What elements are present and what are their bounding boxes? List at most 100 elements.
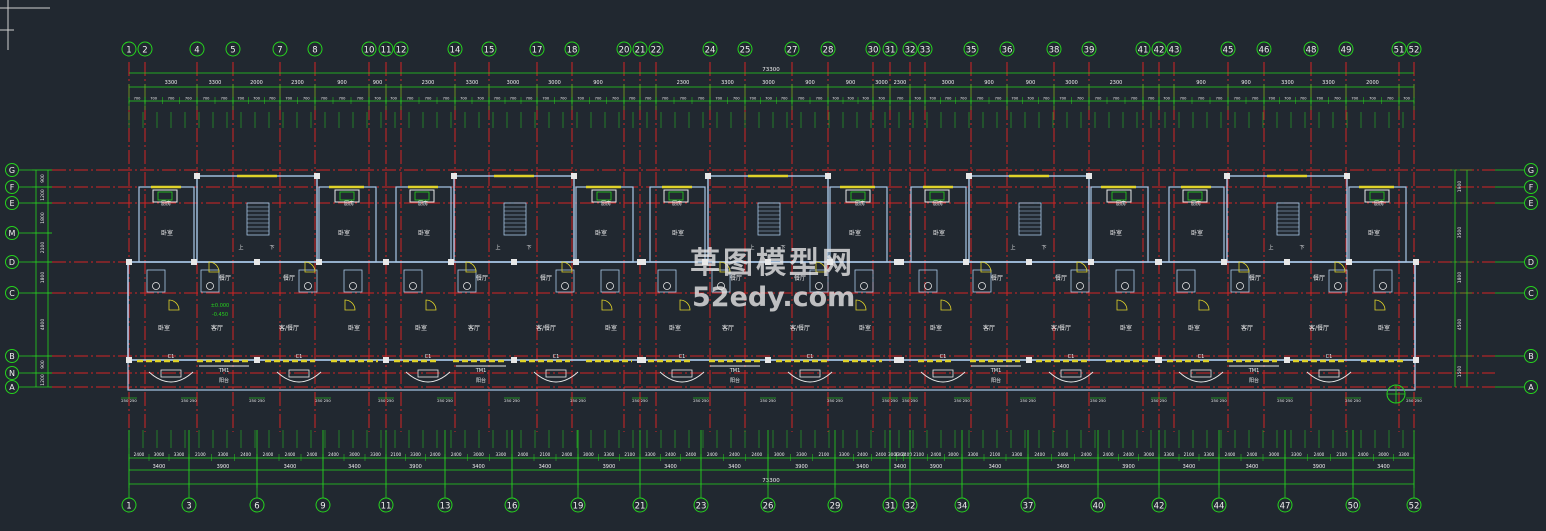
toilet [606, 282, 614, 290]
column [637, 357, 643, 363]
kitchen-counter [152, 189, 178, 203]
room-label-stair-down: 下 [269, 245, 274, 251]
bathroom [657, 269, 677, 293]
front-dim-text: 250 250 [1345, 398, 1361, 403]
kitchen-counter [591, 189, 617, 203]
dim-text-detail: 700 [832, 97, 840, 101]
dim-text-detail: 700 [150, 97, 158, 101]
stair-flight [503, 202, 527, 236]
door-swing [304, 261, 316, 273]
toilet [152, 282, 160, 290]
dim-text-detail: 700 [1043, 97, 1051, 101]
dim-text-bottom1: 2400 [857, 452, 868, 457]
bay-window [1048, 371, 1094, 383]
door-swing [1374, 299, 1386, 311]
dim-text-bottom2: 3400 [539, 464, 552, 470]
dim-text-detail: 700 [185, 97, 193, 101]
dim-text-detail: 700 [1300, 97, 1308, 101]
bathroom [809, 269, 829, 293]
front-dim-text: 250 250 [437, 398, 453, 403]
rear-room-left [395, 186, 452, 263]
dim-text-bottom2: 3400 [1377, 464, 1390, 470]
column [827, 259, 833, 265]
bathroom [343, 269, 363, 293]
dim-text-detail: 700 [168, 97, 176, 101]
bay-window [276, 371, 322, 383]
column [316, 259, 322, 265]
axis-label-bottom: 26 [763, 502, 774, 512]
column [314, 173, 320, 179]
toilet [349, 282, 357, 290]
dim-text-bottom1: 3000 [888, 452, 899, 457]
kitchen-sink [596, 191, 612, 201]
axis-label-top: 32 [905, 46, 916, 56]
kitchen-sink [850, 191, 866, 201]
dim-text-left: 1800 [40, 212, 46, 224]
door-swing [1198, 299, 1210, 311]
door-swing [815, 261, 827, 273]
dim-text-bottom1: 2100 [624, 452, 635, 457]
dim-text-detail: 700 [1180, 97, 1188, 101]
window-label: C1 [296, 354, 303, 360]
front-dim-text: 250 250 [827, 398, 843, 403]
room-label-dining: 餐厅 [219, 274, 231, 282]
front-dim-text: 250 250 [249, 398, 265, 403]
room-label-living-dining: 客/餐厅 [536, 324, 556, 332]
dim-text-bottom1: 2100 [1184, 452, 1195, 457]
axis-label-top: 18 [567, 46, 578, 56]
axis-label-bottom: 52 [1409, 502, 1420, 512]
column [1284, 357, 1290, 363]
door-swing [168, 299, 180, 311]
toilet [1236, 282, 1244, 290]
axis-bubble-bottom [693, 497, 709, 513]
door-swing [561, 261, 573, 273]
dim-text-bottom1: 3300 [1291, 452, 1302, 457]
column [894, 357, 900, 363]
dim-text-bottom2: 3900 [1122, 464, 1135, 470]
bathroom [403, 269, 423, 293]
axis-label-bottom: 11 [381, 502, 392, 512]
dim-text-left: 1200 [40, 374, 46, 386]
door-swing [465, 261, 477, 273]
bathroom [1176, 269, 1196, 293]
apartment-unit [126, 173, 389, 383]
door-swing [425, 299, 437, 311]
dim-text-bottom1: 2400 [1081, 452, 1092, 457]
axis-label-left: F [10, 183, 15, 192]
axis-bubble-bottom [1345, 497, 1361, 513]
column [1026, 259, 1032, 265]
bay-window-panel [932, 369, 954, 378]
front-dim-text: 250 250 [693, 398, 709, 403]
dim-text-bottom1: 2400 [751, 452, 762, 457]
room-label-living-dining: 客/餐厅 [279, 324, 299, 332]
kitchen-sink [668, 191, 684, 201]
room-label-dining: 餐厅 [476, 274, 488, 282]
dim-text-detail: 700 [460, 97, 468, 101]
axis-label-top: 33 [920, 46, 931, 56]
column [1344, 173, 1350, 179]
room-label-living: 客厅 [211, 324, 223, 332]
axis-bubble-left [5, 380, 19, 394]
dim-text-detail: 700 [1027, 97, 1035, 101]
axis-bubble-top [393, 41, 409, 57]
dim-text-top: 3000 [942, 80, 955, 86]
dim-text-top: 3300 [1281, 80, 1294, 86]
dim-text-bottom2: 3400 [664, 464, 677, 470]
dim-text-detail: 700 [1148, 97, 1156, 101]
column [191, 259, 197, 265]
axis-label-bottom: 13 [440, 502, 451, 512]
axis-label-bottom: 16 [507, 502, 518, 512]
room-label-bedroom: 卧室 [1120, 324, 1132, 332]
column [1088, 259, 1094, 265]
bay-window [920, 371, 966, 383]
room-label-living-dining: 客/餐厅 [790, 324, 810, 332]
room-label-bedroom: 卧室 [158, 324, 170, 332]
dim-text-top: 3300 [165, 80, 178, 86]
axis-bubble-right [1524, 196, 1538, 210]
bathroom [1373, 269, 1393, 293]
dim-text-bottom1: 2100 [990, 452, 1001, 457]
axis-bubble-right [1524, 255, 1538, 269]
kitchen-sink [1369, 191, 1385, 201]
toilet [1076, 282, 1084, 290]
axis-bubble-top [529, 41, 545, 57]
